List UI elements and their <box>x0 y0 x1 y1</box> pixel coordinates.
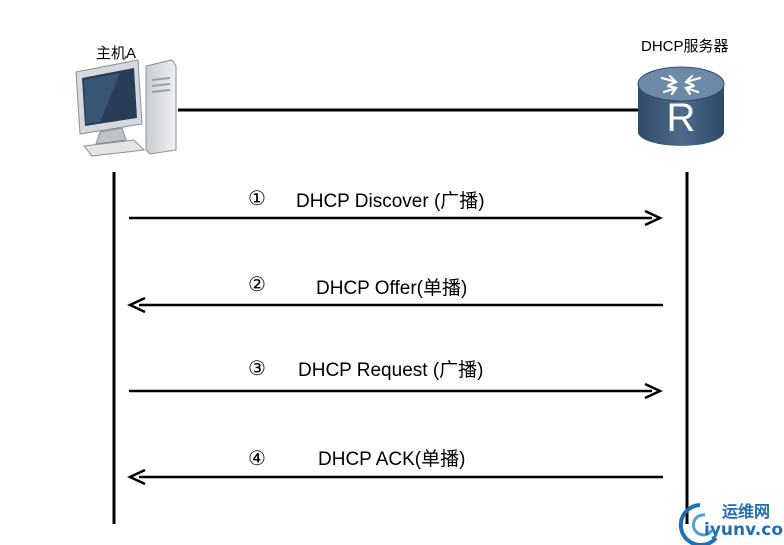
message-label-1: DHCP Discover (广播) <box>296 191 485 212</box>
message-arrow-4 <box>127 468 663 486</box>
message-arrow-2 <box>127 296 663 314</box>
desktop-pc-icon <box>75 59 177 157</box>
host-label: 主机A <box>96 45 137 62</box>
message-number-4: ④ <box>248 448 266 470</box>
router-icon <box>637 66 725 146</box>
server-label: DHCP服务器 <box>641 38 729 55</box>
message-number-3: ③ <box>248 358 266 380</box>
watermark-domain: iyunv.com <box>704 520 784 540</box>
message-label-2: DHCP Offer(单播) <box>316 278 468 299</box>
message-arrow-1 <box>129 209 663 227</box>
message-arrow-3 <box>129 382 663 400</box>
watermark-logo-icon <box>678 503 718 545</box>
router-glyph: R <box>666 96 696 140</box>
message-number-1: ① <box>248 188 266 210</box>
message-label-3: DHCP Request (广播) <box>298 360 484 381</box>
message-label-4: DHCP ACK(单播) <box>318 449 466 470</box>
watermark-brand: 运维网 <box>722 502 771 521</box>
message-number-2: ② <box>248 274 266 296</box>
